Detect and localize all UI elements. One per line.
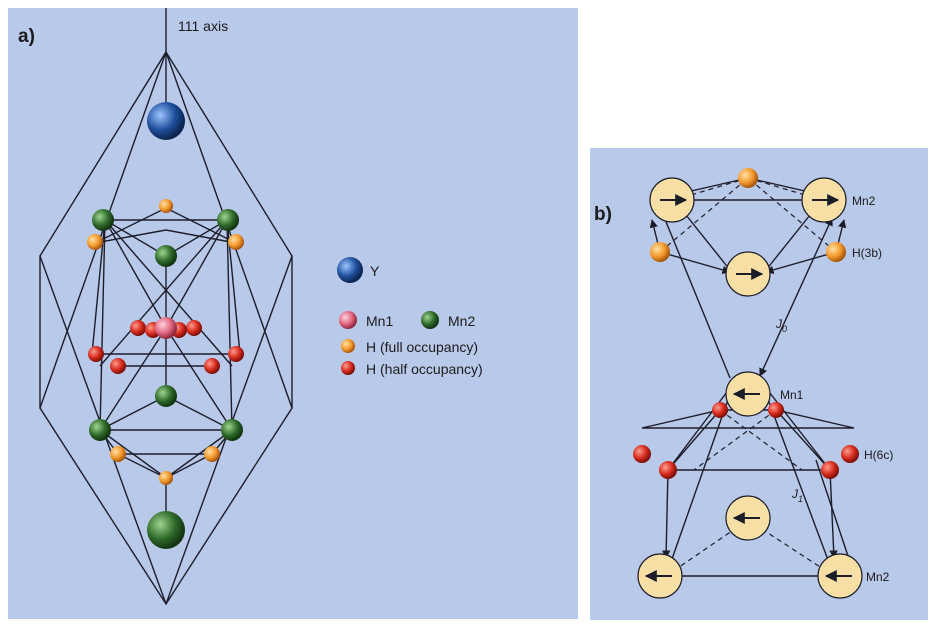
h6c-atom [841,445,859,463]
label-mn2-top: Mn2 [852,194,876,208]
spin-mn2-bottom-left [637,553,683,599]
h-full-atom [204,446,220,462]
y-atom [147,102,185,140]
spin-mn2-top-front [725,251,771,297]
label-mn1: Mn1 [780,388,804,402]
legend-h-full-label: H (full occupancy) [366,339,478,355]
h3b-atom [826,242,846,262]
spin-diagram: b) [594,168,893,599]
spin-mn2-top-right [801,177,847,223]
h-atoms [633,168,859,479]
legend-y-swatch [337,257,363,283]
h-full-atom [159,199,173,213]
h6c-atom [821,461,839,479]
h-full-atom [87,234,103,250]
legend-mn1-label: Mn1 [366,313,393,329]
mn1-atom [155,317,177,339]
h6c-atom [633,445,651,463]
spin-mn2-top-left [649,177,695,223]
panel-a: 111 axis a) [8,8,578,619]
mn2-atom [217,209,239,231]
mn2-large-atom [147,511,185,549]
legend: Y Mn1 Mn2 H (full occupancy) H (half occ… [337,257,483,377]
h6c-atom [659,461,677,479]
panel-a-label: a) [18,26,35,47]
legend-mn2-swatch [421,311,439,329]
h-half-atom [228,346,244,362]
axis-label: 111 axis [178,18,228,34]
structure-diagram: 111 axis a) [18,8,483,606]
mn2-atom [92,209,114,231]
h-half-atom [130,320,146,336]
mn2-atom [221,419,243,441]
mn2-atom [155,245,177,267]
legend-h-half-label: H (half occupancy) [366,361,483,377]
h-half-atom [88,346,104,362]
h-full-atom [228,234,244,250]
label-j1: J1 [791,487,803,504]
h-full-atom [159,471,173,485]
legend-y-label: Y [370,263,380,279]
atoms [87,102,244,549]
h3b-atom [650,242,670,262]
h6c-atom [712,402,728,418]
h3b-atom [738,168,758,188]
h-half-atom [110,358,126,374]
spin-mn2-bottom-right [817,553,863,599]
label-h6c: H(6c) [864,448,893,462]
spins [637,177,863,599]
spin-mn1 [725,371,771,417]
panel-b-label: b) [594,204,612,225]
mn2-atom [89,419,111,441]
spin-bonds [641,177,855,577]
h-half-atom [186,320,202,336]
h6c-atom [768,402,784,418]
label-mn2-bottom: Mn2 [866,570,890,584]
panel-b: b) [590,148,928,620]
legend-mn1-swatch [339,311,357,329]
legend-mn2-label: Mn2 [448,313,475,329]
legend-h-full-swatch [341,339,355,353]
h-full-atom [110,446,126,462]
legend-h-half-swatch [341,361,355,375]
label-h3b: H(3b) [852,246,882,260]
mn2-atom [155,385,177,407]
label-j0: J0 [775,317,787,334]
h-half-atom [204,358,220,374]
spin-mn2-bottom-back [725,495,771,541]
